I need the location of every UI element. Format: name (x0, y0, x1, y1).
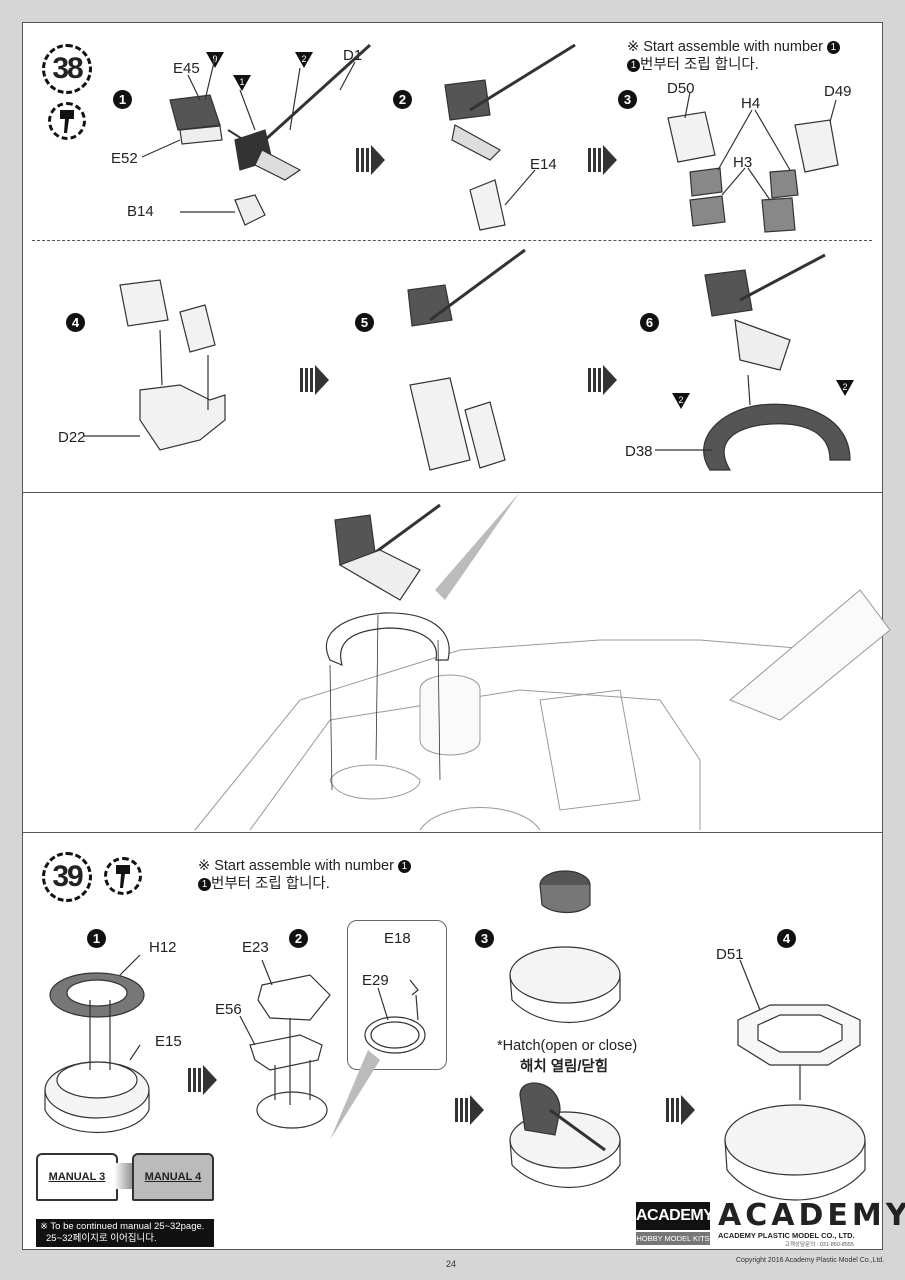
cement-icon (48, 102, 86, 140)
substep-3: 3 (475, 929, 494, 948)
part-label: B14 (127, 203, 154, 220)
substep-2: 2 (289, 929, 308, 948)
continued-ko: 25~32페이지로 이어집니다. (46, 1233, 157, 1244)
substep-4: 4 (777, 929, 796, 948)
logo-subtext: HOBBY MODEL KITS (636, 1232, 710, 1245)
part-label: H4 (741, 95, 761, 112)
part-label: E23 (242, 939, 269, 956)
part-label: E56 (215, 1001, 242, 1018)
part-label: E14 (530, 156, 557, 173)
manual-4-book: MANUAL 4 (132, 1153, 214, 1201)
substep-1: 1 (87, 929, 106, 948)
copyright: Copyright 2016 Academy Plastic Model Co.… (736, 1257, 885, 1264)
academy-wordmark: ACADEMY ACADEMY PLASTIC MODEL CO., LTD. … (718, 1198, 905, 1249)
phone: 고객상담문의 : 031-850-8555 (784, 1242, 854, 1248)
marker-triangle: 1 (233, 75, 251, 91)
section-divider (22, 832, 883, 833)
svg-text:2: 2 (678, 395, 683, 405)
substep-3: 3 (618, 90, 637, 109)
tank-turret-assembly-illustration (194, 503, 891, 831)
part-label: D22 (58, 429, 86, 446)
manual-3-book: MANUAL 3 (36, 1153, 118, 1201)
marker-triangle: 2 (672, 393, 690, 409)
substep-1: 1 (113, 90, 132, 109)
substep-6: 6 (640, 313, 659, 332)
part-label: D38 (625, 443, 653, 460)
section-divider (22, 492, 883, 493)
academy-hobby-logo: ACADEMY HOBBY MODEL KITS (636, 1202, 714, 1245)
svg-text:2: 2 (842, 382, 847, 392)
step-38-badge: 38 (42, 44, 92, 94)
step-38-illustrations (84, 43, 851, 600)
part-label: D51 (716, 946, 744, 963)
part-label: E15 (155, 1033, 182, 1050)
marker-triangle: 2 (295, 52, 313, 68)
step-39-illustrations (44, 870, 866, 1201)
substep-divider (32, 240, 872, 241)
hatch-note-ko: 해치 열림/닫힘 (520, 1059, 609, 1075)
continued-note: ※ To be continued manual 25~32page. 25~3… (36, 1219, 214, 1247)
substep-4: 4 (66, 313, 85, 332)
part-label: E45 (173, 60, 200, 77)
marker-triangle: 2 (836, 380, 854, 396)
page-number: 24 (446, 1259, 457, 1269)
continued-en: ※ To be continued manual 25~32page. (40, 1221, 205, 1232)
part-label: D49 (824, 83, 852, 100)
detail-inset (347, 920, 447, 1070)
part-label: E52 (111, 150, 138, 167)
svg-text:2: 2 (301, 54, 306, 64)
company-name: ACADEMY PLASTIC MODEL CO., LTD. (718, 1231, 855, 1240)
svg-text:1: 1 (239, 77, 244, 87)
cement-icon (104, 857, 142, 895)
logo-text: ACADEMY (636, 1202, 714, 1230)
wordmark: ACADEMY (718, 1198, 905, 1233)
part-label: E18 (384, 930, 411, 947)
part-label: D50 (667, 80, 695, 97)
arrow-icon (114, 1163, 134, 1189)
part-label: D1 (343, 47, 363, 64)
substep-2: 2 (393, 90, 412, 109)
part-label: H3 (733, 154, 753, 171)
hatch-note: *Hatch(open or close) (497, 1038, 638, 1054)
part-label: E29 (362, 972, 389, 989)
step-39-badge: 39 (42, 852, 92, 902)
substep-5: 5 (355, 313, 374, 332)
part-label: H12 (149, 939, 177, 956)
